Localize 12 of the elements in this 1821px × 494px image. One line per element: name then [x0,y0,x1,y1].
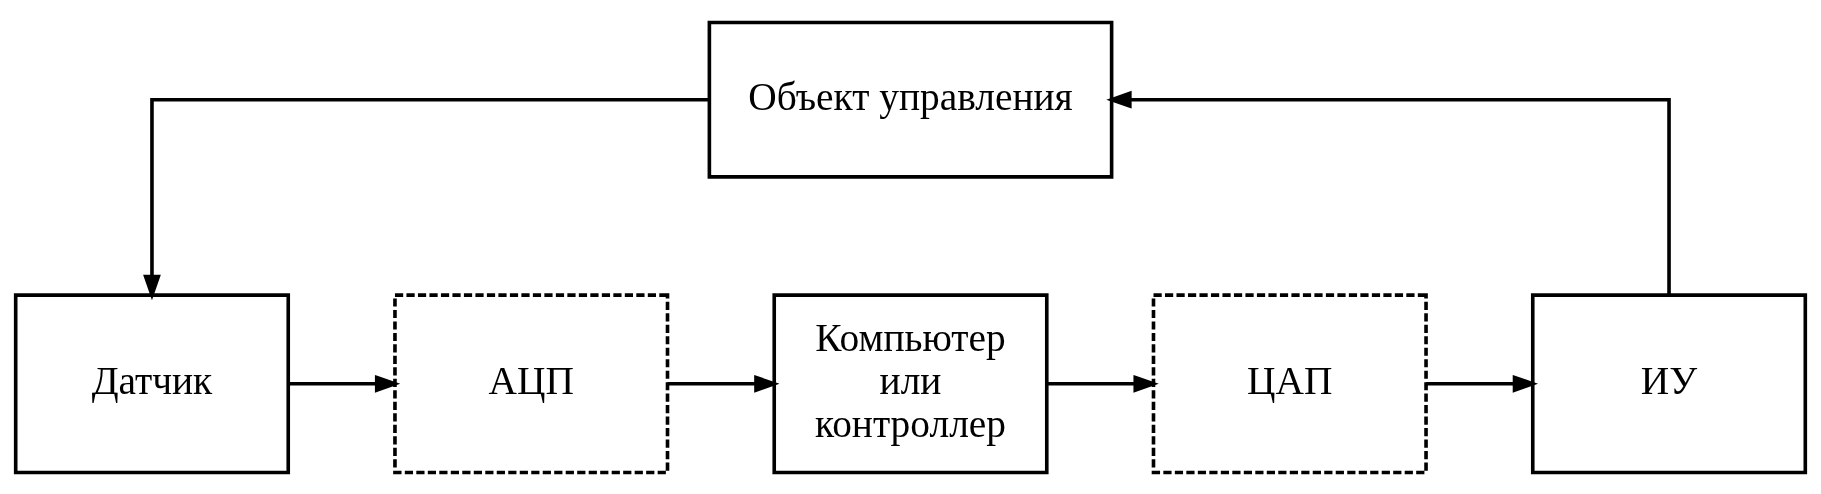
node-box: ЦАП [1151,292,1428,474]
node-box: Датчик [13,292,291,474]
arrow [288,374,401,393]
arrow [1106,90,1671,295]
node-box: Объект управления [707,20,1114,179]
arrow [667,374,780,393]
arrow [143,97,710,300]
node-box: АЦП [393,292,670,474]
node-box: Компьютер или контроллер [772,292,1049,474]
arrow [1046,374,1159,393]
node-box: ИУ [1530,292,1808,474]
arrow [1426,374,1539,393]
